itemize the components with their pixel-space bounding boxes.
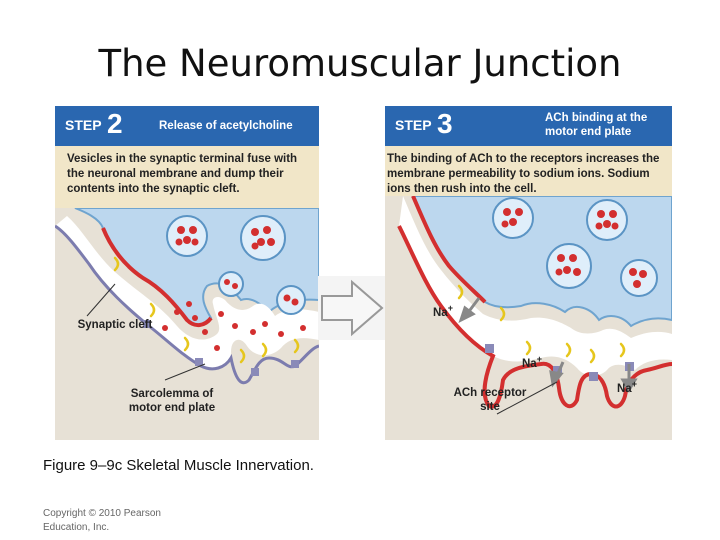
ach-receptors: [143, 320, 299, 376]
step-2-description: Vesicles in the synaptic terminal fuse w…: [67, 153, 298, 195]
acetylcholinesterase: [113, 256, 300, 364]
sodium-label-3: Na+: [617, 379, 637, 395]
slide-title: The Neuromuscular Junction: [98, 42, 622, 85]
step-3-title: ACh binding at the motor end plate: [545, 112, 648, 138]
step-2-word: STEP: [65, 117, 102, 133]
step-3-number: 3: [437, 108, 453, 139]
sarcolemma-line: [55, 224, 319, 385]
sarcolemma-leader: [164, 363, 206, 381]
transition-arrow-icon: [318, 276, 388, 340]
vesicle-group: [492, 197, 658, 297]
receptor-leader: [496, 381, 558, 415]
sodium-influx-arrows: [458, 297, 638, 393]
step-3-illustration: [385, 196, 672, 440]
copyright-notice: Copyright © 2010 Pearson Education, Inc.: [43, 508, 161, 533]
step-2-panel: STEP 2 Release of acetylcholine Vesicles…: [55, 106, 319, 440]
step-3-description: The binding of ACh to the receptors incr…: [387, 153, 660, 195]
step-2-header: STEP 2 Release of acetylcholine: [55, 106, 319, 146]
step-3-header: STEP 3 ACh binding at the motor end plat…: [385, 106, 672, 146]
synaptic-cleft-label: Synaptic cleft: [77, 319, 153, 331]
step-3-word: STEP: [395, 117, 432, 133]
ach-receptor-label: ACh receptor site: [453, 387, 527, 413]
figure-caption: Figure 9–9c Skeletal Muscle Innervation.: [43, 457, 314, 474]
vesicle-group: [166, 215, 306, 315]
sodium-label-1: Na+: [433, 303, 453, 319]
sodium-label-2: Na+: [522, 354, 542, 370]
neuronal-membrane: [411, 196, 487, 304]
step-2-title: Release of acetylcholine: [159, 120, 293, 132]
acetylcholinesterase: [457, 284, 626, 364]
step-2-number: 2: [107, 108, 123, 139]
neuronal-membrane: [101, 227, 213, 327]
synaptic-cleft: [399, 196, 672, 376]
released-ach: [162, 301, 306, 351]
sarcolemma-label: Sarcolemma of motor end plate: [128, 388, 216, 414]
step-2-illustration: [55, 208, 319, 440]
step-3-panel: STEP 3 ACh binding at the motor end plat…: [385, 106, 672, 440]
sarcolemma-line: [397, 225, 672, 409]
cleft-leader: [86, 283, 116, 317]
